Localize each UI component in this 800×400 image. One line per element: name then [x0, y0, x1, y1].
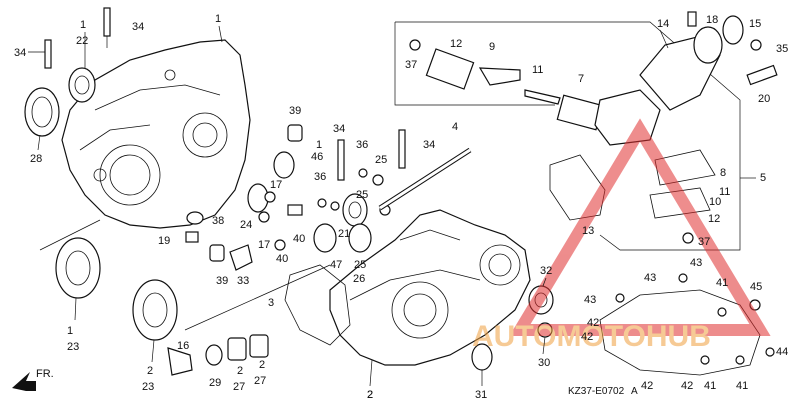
callout-38: 38	[212, 215, 224, 227]
callout-3: 3	[268, 297, 274, 309]
callout-15: 15	[749, 18, 761, 30]
callout-34: 34	[14, 47, 26, 59]
callout-35: 35	[776, 43, 788, 55]
callout-29: 29	[209, 377, 221, 389]
callout-28: 28	[30, 153, 42, 165]
gasket-13	[549, 154, 606, 221]
watermark-logo: AUTOMOTOHUB	[472, 118, 771, 353]
callout-27: 27	[233, 381, 245, 393]
callout-21: 21	[338, 228, 350, 240]
callout-20: 20	[758, 93, 770, 105]
callout-42: 42	[581, 331, 593, 343]
callout-39: 39	[289, 105, 301, 117]
callout-10: 10	[709, 196, 721, 208]
callout-7: 7	[578, 73, 584, 85]
callout-13: 13	[582, 225, 594, 237]
callout-18: 18	[706, 14, 718, 26]
callout-33: 33	[237, 275, 249, 287]
callout-34: 34	[132, 21, 144, 33]
callout-12: 12	[708, 213, 720, 225]
callout-26: 26	[353, 273, 365, 285]
bearing-23-left	[55, 237, 101, 299]
callout-25: 25	[375, 154, 387, 166]
callout-34: 34	[333, 123, 345, 135]
right-crankcase-half	[329, 209, 531, 366]
direction-label: FR.	[36, 368, 54, 380]
callout-30: 30	[538, 357, 550, 369]
callout-44: 44	[776, 346, 788, 358]
callout-45: 45	[750, 281, 762, 293]
callout-40: 40	[293, 233, 305, 245]
left-crankcase-half	[61, 39, 251, 229]
direction-arrow: FR.	[12, 368, 54, 391]
callout-39: 39	[216, 275, 228, 287]
callout-41: 41	[716, 277, 728, 289]
callout-1: 1	[67, 325, 73, 337]
callout-32: 32	[540, 265, 552, 277]
leader-lines	[28, 25, 756, 387]
watermark-text: AUTOMOTOHUB	[472, 320, 711, 353]
diagram-code: KZ37-E0702	[568, 386, 625, 397]
callout-1: 1	[316, 139, 322, 151]
callout-23: 23	[67, 341, 79, 353]
callout-42: 42	[641, 380, 653, 392]
callout-1: 1	[215, 13, 221, 25]
callout-25: 25	[356, 189, 368, 201]
callout-37: 37	[698, 236, 710, 248]
callout-47: 47	[330, 259, 342, 271]
callout-9: 9	[489, 41, 495, 53]
callout-5: 5	[760, 172, 766, 184]
callout-40: 40	[276, 253, 288, 265]
bearing-23-lower	[132, 279, 178, 341]
callout-41: 41	[736, 380, 748, 392]
callout-24: 24	[240, 219, 252, 231]
bolts-36-25	[317, 168, 391, 216]
callout-11: 11	[532, 64, 543, 76]
callout-25: 25	[354, 259, 366, 271]
callout-2: 2	[367, 389, 373, 400]
callout-19: 19	[158, 235, 170, 247]
callout-1: 1	[80, 19, 86, 31]
cover-gasket-42	[599, 273, 775, 376]
bottom-small-parts	[167, 334, 269, 376]
callout-36: 36	[314, 171, 326, 183]
callout-11: 11	[719, 186, 730, 198]
callout-14: 14	[657, 18, 669, 30]
callout-43: 43	[584, 294, 596, 306]
callout-41: 41	[704, 380, 716, 392]
callout-12: 12	[450, 38, 462, 50]
callout-27: 27	[254, 375, 266, 387]
callout-34: 34	[423, 139, 435, 151]
callout-46: 46	[311, 151, 323, 163]
reed-valve-assembly	[394, 11, 778, 251]
callout-43: 43	[690, 257, 702, 269]
callout-8: 8	[720, 167, 726, 179]
small-parts-cluster	[185, 124, 303, 271]
callout-2: 2	[147, 365, 153, 377]
callout-2: 2	[237, 365, 243, 377]
callout-2: 2	[259, 359, 265, 371]
callout-4: 4	[452, 121, 458, 133]
callout-31: 31	[475, 389, 487, 400]
callout-17: 17	[258, 239, 270, 251]
callout-22: 22	[76, 35, 88, 47]
bearings-21-47-26	[313, 193, 372, 253]
callout-36: 36	[356, 139, 368, 151]
callout-16: 16	[177, 340, 189, 352]
bearing-22	[68, 67, 96, 103]
callout-43: 43	[644, 272, 656, 284]
gasket-3	[284, 264, 351, 346]
callout-42: 42	[587, 317, 599, 329]
oil-seal-28	[24, 87, 60, 137]
callout-42: 42	[681, 380, 693, 392]
callout-2-bottom: 2	[367, 389, 373, 400]
callout-17: 17	[270, 179, 282, 191]
diagram-code-suffix: A	[631, 386, 638, 397]
callout-23: 23	[142, 381, 154, 393]
callout-37: 37	[405, 59, 417, 71]
part-callouts: 1 22 34 34 28 1 39 1 46 34 36 25 36 25 3…	[14, 13, 788, 400]
breather-tube-4	[378, 147, 472, 211]
